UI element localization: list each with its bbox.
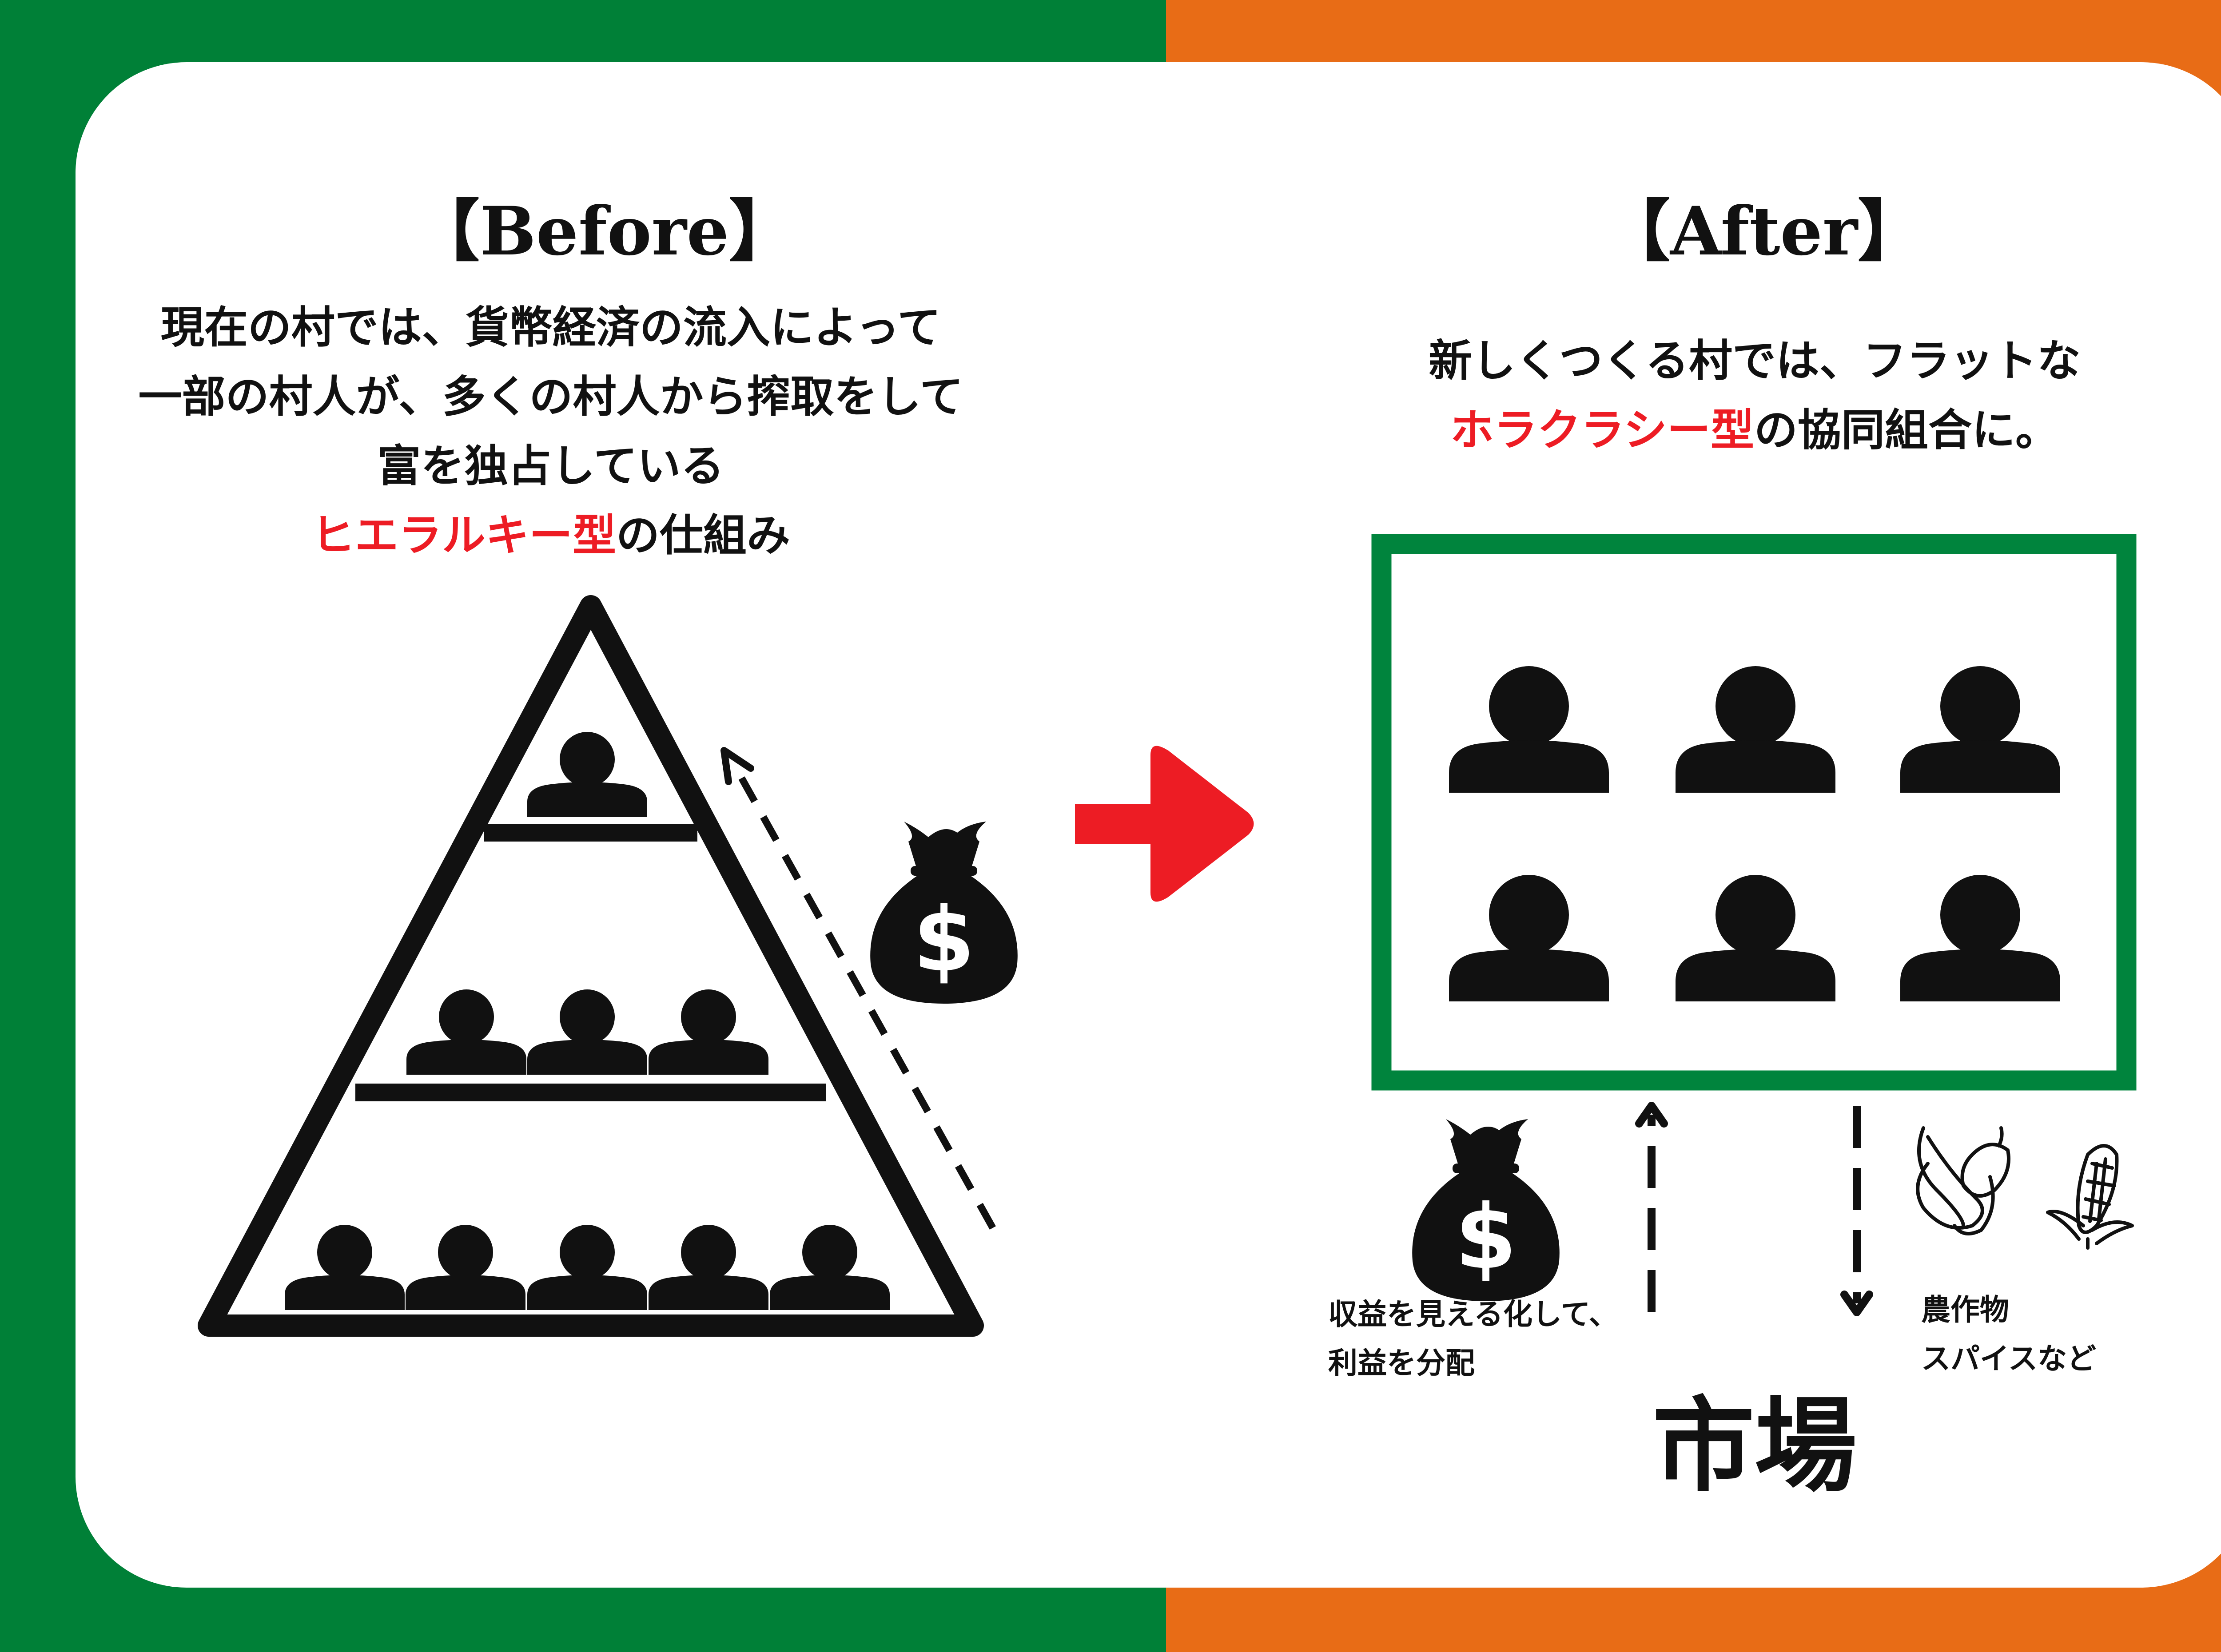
revenue-note-line-2: 利益を分配 [1328, 1346, 1475, 1380]
middle-tier-person-icon [527, 989, 647, 1075]
red-arrow-right-icon [1075, 746, 1254, 902]
bottom-tier-person-icon [770, 1225, 890, 1310]
arrow-up-icon [1635, 1102, 1668, 1312]
produce-note-line-2: スパイスなど [1921, 1342, 2097, 1376]
cooperative-member-icon [1900, 875, 2060, 1001]
market-label: 市場 [1652, 1387, 1857, 1506]
middle-tier-person-icon [649, 989, 768, 1075]
after-line-1: 新しくつくる村では、フラットな [1428, 336, 2081, 386]
after-description: 新しくつくる村では、フラットな ホラクラシー型の協同組合に。 [1377, 326, 2132, 465]
bottom-tier-person-icon [527, 1225, 647, 1310]
hierarchy-type-highlight: ヒエラルキー型 [311, 510, 616, 561]
before-line-4: ヒエラルキー型の仕組み [133, 501, 968, 570]
top-tier-person-icon [527, 732, 647, 817]
cooperative-member-icon [1676, 875, 1835, 1001]
holacracy-type-highlight: ホラクラシー型 [1450, 405, 1755, 456]
produce-note-line-1: 農作物 [1921, 1293, 2009, 1327]
after-line-2: ホラクラシー型の協同組合に。 [1377, 396, 2132, 465]
bottom-tier-person-icon [406, 1225, 525, 1310]
dashed-arrow-up-icon [720, 747, 996, 1230]
produce-note: 農作物 スパイスなど [1921, 1286, 2096, 1383]
before-line-2: 一部の村人が、多くの村人から搾取をして [138, 372, 963, 422]
revenue-note: 収益を見える化して、 利益を分配 [1328, 1290, 1618, 1388]
cooperative-member-icon [1676, 666, 1835, 793]
arrow-down-icon [1840, 1106, 1873, 1316]
corn-icon [2046, 1144, 2134, 1250]
middle-tier-person-icon [406, 989, 526, 1075]
money-bag-icon [1412, 1119, 1560, 1301]
before-line-3: 富を独占している [377, 441, 724, 492]
cooperative-frame [1371, 534, 2137, 1091]
revenue-note-line-1: 収益を見える化して、 [1328, 1297, 1618, 1331]
before-line-4-rest: の仕組み [616, 510, 791, 561]
peppers-icon [1916, 1126, 2010, 1235]
money-bag-icon [870, 822, 1018, 1004]
pyramid-icon [198, 595, 984, 1337]
cooperative-member-icon [1449, 875, 1609, 1001]
before-line-1: 現在の村では、貨幣経済の流入によって [160, 302, 941, 353]
bottom-tier-person-icon [649, 1225, 768, 1310]
before-description: 現在の村では、貨幣経済の流入によって 一部の村人が、多くの村人から搾取をして 富… [133, 293, 968, 570]
bottom-tier-person-icon [285, 1225, 405, 1310]
after-line-2-rest: の協同組合に。 [1754, 405, 2059, 456]
cooperative-member-icon [1900, 666, 2060, 793]
cooperative-member-icon [1449, 666, 1609, 793]
